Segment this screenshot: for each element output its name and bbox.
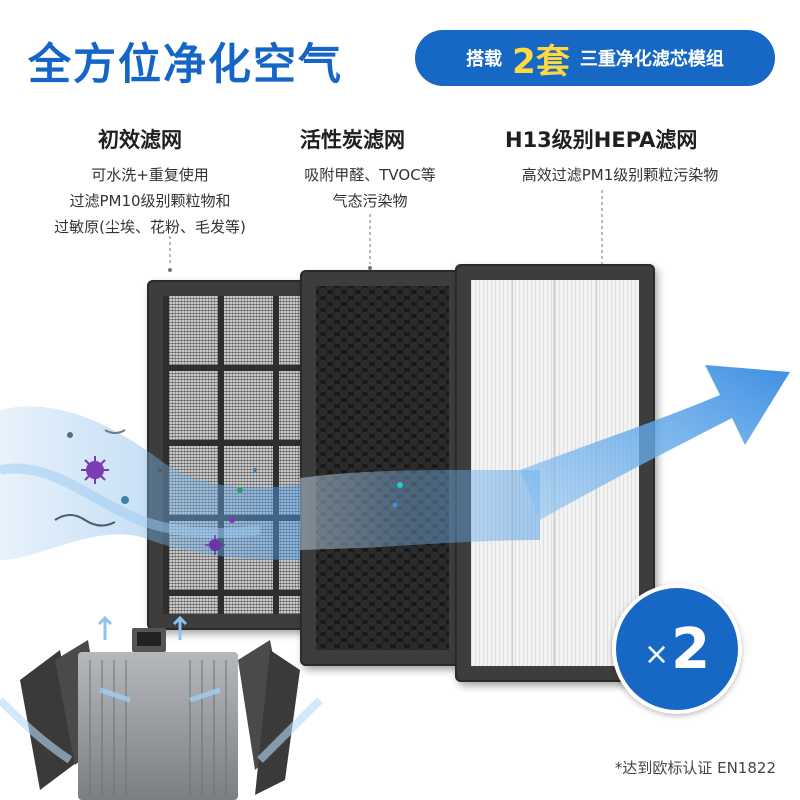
filter-desc-prefilter: 可水洗+重复使用 过滤PM10级别颗粒物和 过敏原(尘埃、花粉、毛发等) (45, 162, 255, 240)
filter-title-carbon: 活性炭滤网 (300, 128, 405, 152)
leader-line-prefilter (168, 236, 172, 272)
filter-desc-hepa: 高效过滤PM1级别颗粒污染物 (495, 162, 745, 188)
pill-count: 2套 (512, 41, 570, 82)
prefilter-panel (147, 280, 319, 630)
dust-particle (397, 482, 403, 488)
leader-line-carbon (368, 214, 372, 270)
virus-particle (81, 456, 109, 484)
dust-particle (157, 467, 163, 473)
filter-set-pill: 搭载 2套 三重净化滤芯模组 (415, 30, 775, 86)
carbon-filter-panel (300, 270, 465, 666)
hair-fiber (54, 514, 116, 527)
filter-desc-line: 气态污染物 (332, 192, 408, 210)
pill-suffix: 三重净化滤芯模组 (579, 49, 724, 70)
filter-title-prefilter: 初效滤网 (98, 128, 182, 152)
filter-desc-line: 可水洗+重复使用 (91, 166, 209, 184)
pollutant-particles (54, 429, 403, 555)
filter-desc-line: 高效过滤PM1级别颗粒污染物 (521, 166, 719, 184)
purifier-unit (0, 615, 323, 800)
filter-desc-line: 过滤PM10级别颗粒物和 (69, 192, 231, 210)
virus-particle (205, 535, 225, 555)
incoming-air-stream (0, 406, 300, 560)
dust-particle (229, 517, 235, 523)
carbon-honeycomb (316, 286, 449, 650)
filter-title-hepa: H13级别HEPA滤网 (505, 128, 698, 152)
dust-particle (67, 432, 73, 438)
incoming-air-wisp (0, 463, 261, 538)
filter-desc-carbon: 吸附甲醛、TVOC等 气态污染物 (285, 162, 455, 214)
certification-footnote: *达到欧标认证 EN1822 (614, 759, 776, 777)
hair-fiber (104, 429, 126, 434)
prefilter-frame-grid (163, 296, 303, 614)
airflow-arrow (520, 365, 790, 520)
dust-particle (253, 468, 257, 472)
dust-particle (237, 487, 243, 493)
badge-multiply-sign: × (643, 636, 670, 672)
badge-number: 2 (671, 616, 711, 682)
quantity-badge: × 2 (612, 584, 742, 714)
dust-particle (392, 502, 398, 508)
pill-prefix: 搭载 (466, 49, 503, 70)
filtered-air-stream (300, 470, 540, 550)
dust-particle (121, 496, 129, 504)
filter-desc-line: 过敏原(尘埃、花粉、毛发等) (54, 218, 246, 236)
filter-desc-line: 吸附甲醛、TVOC等 (304, 166, 436, 184)
headline: 全方位净化空气 (28, 40, 343, 90)
